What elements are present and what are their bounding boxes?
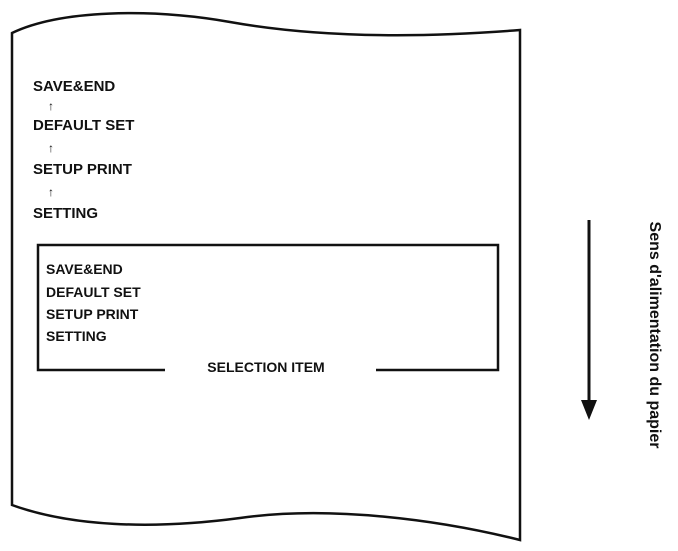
feed-direction-arrow-icon bbox=[581, 220, 597, 420]
menu-item-setting: SETTING bbox=[33, 205, 98, 222]
selection-box-caption: SELECTION ITEM bbox=[207, 359, 324, 375]
up-arrow-icon: ↑ bbox=[48, 185, 54, 199]
menu-item-setup-print: SETUP PRINT bbox=[33, 161, 132, 178]
selection-item-save-end: SAVE&END bbox=[46, 261, 123, 277]
selection-item-default-set: DEFAULT SET bbox=[46, 284, 141, 300]
selection-item-setting: SETTING bbox=[46, 328, 107, 344]
menu-item-save-end: SAVE&END bbox=[33, 78, 115, 95]
menu-item-default-set: DEFAULT SET bbox=[33, 117, 134, 134]
selection-item-setup-print: SETUP PRINT bbox=[46, 306, 139, 322]
selection-box-border bbox=[36, 243, 500, 372]
up-arrow-icon: ↑ bbox=[48, 99, 54, 113]
selection-box: SAVE&END DEFAULT SET SETUP PRINT SETTING… bbox=[36, 243, 500, 375]
feed-direction-label: Sens d'alimentation du papier bbox=[646, 222, 663, 449]
paper-sheet bbox=[10, 11, 522, 542]
up-arrow-icon: ↑ bbox=[48, 141, 54, 155]
